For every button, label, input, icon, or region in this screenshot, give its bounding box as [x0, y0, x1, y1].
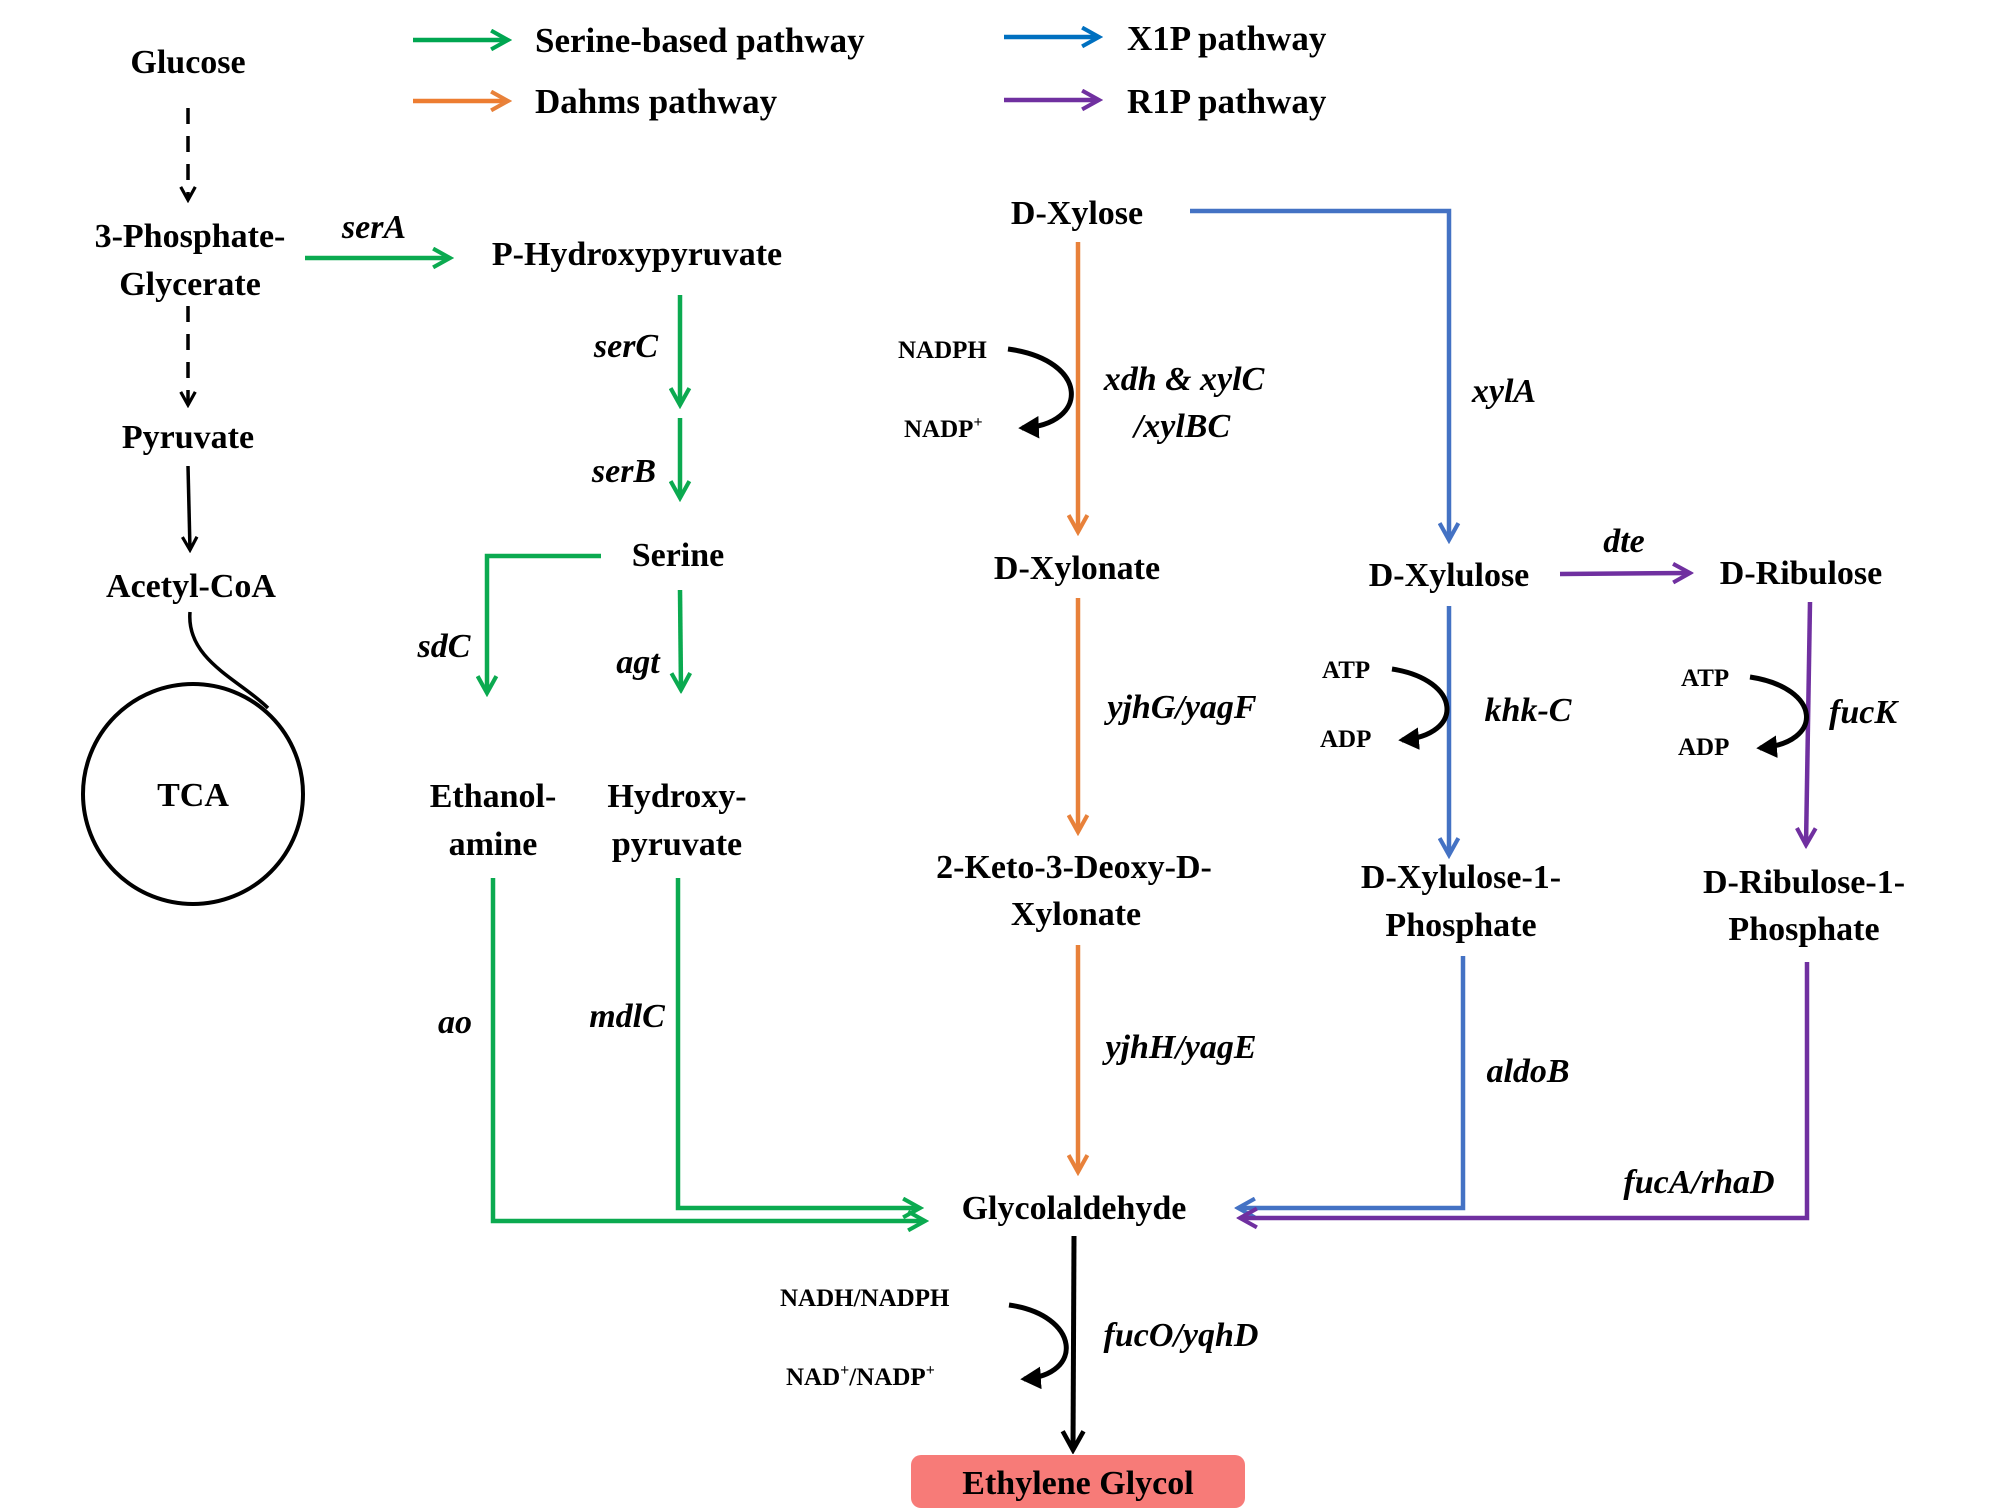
- metabolite-pyruvate: Pyruvate: [122, 419, 254, 456]
- arrow-fuco: [1073, 1235, 1074, 1450]
- metabolite-tca: TCA: [157, 777, 229, 814]
- gene-fuck: fucK: [1829, 694, 1899, 731]
- legend-label-r1p: R1P pathway: [1127, 82, 1327, 121]
- gene-khk-c: khk-C: [1485, 692, 1572, 729]
- gene-sdc: sdC: [417, 628, 471, 665]
- metabolite-x1p-line2: Phosphate: [1385, 907, 1536, 944]
- metabolite-ethanolamine-line2: amine: [449, 826, 538, 863]
- cofactor-atp-1: ATP: [1322, 657, 1370, 684]
- metabolite-glycolaldehyde: Glycolaldehyde: [962, 1190, 1187, 1227]
- arrow-aldob: [1238, 956, 1466, 1208]
- cofactor-adp-2: ADP: [1678, 734, 1729, 761]
- metabolite-glucose: Glucose: [130, 44, 245, 81]
- gene-xyla: xylA: [1471, 373, 1536, 410]
- product-box: [911, 1455, 1245, 1508]
- legend-label-dahms: Dahms pathway: [535, 82, 778, 121]
- metabolite-d-xylulose: D-Xylulose: [1369, 557, 1530, 594]
- metabolite-3pg-line1: 3-Phosphate-: [95, 218, 286, 255]
- legend-label-serine: Serine-based pathway: [535, 21, 865, 60]
- tca-cycle: [81, 682, 305, 906]
- gene-yjhg-yagf: yjhG/yagF: [1103, 689, 1257, 726]
- cofactor-nadh-nadph: NADH/NADPH: [780, 1285, 950, 1312]
- metabolite-r1p-line2: Phosphate: [1728, 911, 1879, 948]
- metabolite-p-hydroxypyruvate: P-Hydroxypyruvate: [492, 236, 782, 273]
- arrow-ao: [490, 878, 925, 1221]
- arrow-mdlc: [675, 878, 920, 1208]
- arrow-dte: [1559, 573, 1690, 574]
- legend: Serine-based pathway Dahms pathway X1P p…: [413, 19, 1327, 121]
- gene-xylbc: /xylBC: [1131, 408, 1231, 445]
- cofactor-arrow-atp-1: [1391, 666, 1450, 750]
- metabolite-3pg-line2: Glycerate: [119, 266, 261, 303]
- metabolite-hydroxypyruvate-line1: Hydroxy-: [607, 778, 746, 815]
- gene-ao: ao: [438, 1004, 472, 1041]
- metabolite-acetyl-coa: Acetyl-CoA: [106, 568, 276, 605]
- gene-serc: serC: [593, 328, 659, 365]
- cofactor-nadph: NADPH: [898, 337, 987, 364]
- gene-xdh-xylc: xdh & xylC: [1103, 361, 1265, 398]
- gene-aldob: aldoB: [1486, 1053, 1569, 1090]
- cofactor-arrow-nadh: [1008, 1302, 1069, 1390]
- metabolite-kdx-line1: 2-Keto-3-Deoxy-D-: [936, 849, 1212, 886]
- metabolite-d-xylose: D-Xylose: [1011, 195, 1143, 232]
- cofactor-nad-nadp: NAD+/NADP+: [786, 1362, 935, 1391]
- gene-fuca-rhad: fucA/rhaD: [1623, 1164, 1774, 1201]
- metabolite-serine: Serine: [632, 537, 725, 574]
- arrow-agt: [680, 589, 681, 690]
- gene-fuco-yqhd: fucO/yqhD: [1104, 1317, 1259, 1354]
- metabolite-r1p-line1: D-Ribulose-1-: [1703, 864, 1905, 901]
- arrow-xyla: [1190, 208, 1449, 540]
- gene-serb: serB: [591, 453, 656, 490]
- arrow-pyruvate-to-acetylcoa: [188, 465, 190, 550]
- cofactor-arrow-nadph: [1007, 346, 1074, 439]
- metabolite-x1p-line1: D-Xylulose-1-: [1361, 859, 1561, 896]
- gene-dte: dte: [1603, 523, 1645, 560]
- legend-label-x1p: X1P pathway: [1127, 19, 1327, 58]
- gene-agt: agt: [616, 644, 661, 681]
- metabolite-ethylene-glycol: Ethylene Glycol: [962, 1465, 1193, 1502]
- gene-sera: serA: [341, 209, 406, 246]
- arrow-sdc: [487, 553, 601, 693]
- cofactor-arrow-atp-2: [1749, 674, 1809, 758]
- gene-mdlc: mdlC: [589, 998, 665, 1035]
- metabolite-hydroxypyruvate-line2: pyruvate: [612, 826, 742, 863]
- metabolite-d-ribulose: D-Ribulose: [1720, 555, 1882, 592]
- metabolite-d-xylonate: D-Xylonate: [994, 550, 1160, 587]
- connector-acetylcoa-tca: [188, 611, 270, 710]
- cofactor-adp-1: ADP: [1320, 726, 1371, 753]
- metabolite-kdx-line2: Xylonate: [1011, 896, 1141, 933]
- arrow-fuca: [1240, 962, 1810, 1218]
- cofactor-atp-2: ATP: [1681, 665, 1729, 692]
- metabolite-ethanolamine-line1: Ethanol-: [430, 778, 557, 815]
- cofactor-nadp: NADP+: [904, 414, 983, 443]
- gene-yjhh-yage: yjhH/yagE: [1101, 1029, 1256, 1066]
